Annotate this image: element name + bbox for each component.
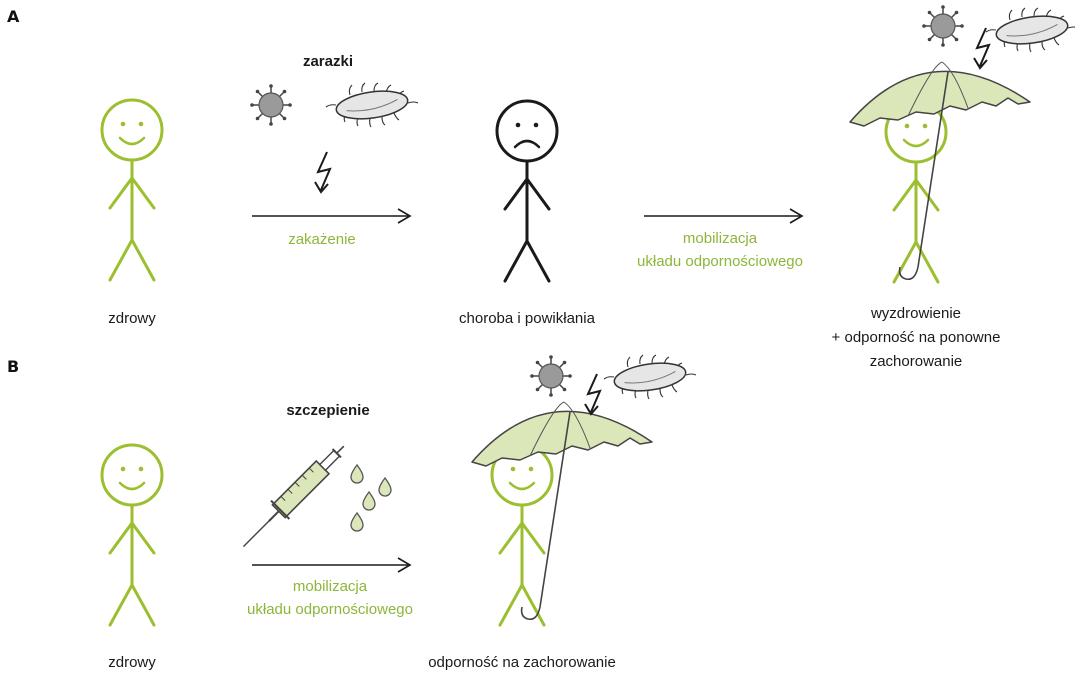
sick-figure [497,101,557,281]
virus-icon [922,5,964,47]
umbrella-icon [472,402,652,619]
bacterium-icon [604,355,696,399]
syringe-icon [234,437,353,556]
healthy-label-a: zdrowy [108,310,156,327]
recovery-line2: + odporność na ponowne [832,329,1001,346]
healthy-figure-a [102,100,162,280]
droplet-icon [351,513,363,531]
germs-title: zarazki [303,53,353,70]
sick-label: choroba i powikłania [459,310,596,327]
mobilization-line1-b: mobilizacja [293,578,368,595]
droplet-icon [363,492,375,510]
mobilization-line1-a: mobilizacja [683,230,758,247]
recovery-line1: wyzdrowienie [870,305,961,322]
lightning-icon [585,374,600,414]
panel-a-letter: A [7,7,20,26]
lightning-icon [315,152,330,192]
mobilization-line2-a: układu odpornościowego [637,253,803,270]
immune-figure [492,445,552,625]
bacterium-icon [326,83,418,127]
virus-icon [530,355,572,397]
immunity-label: odporność na zachorowanie [428,654,616,671]
bacterium-icon [986,8,1075,52]
healthy-label-b: zdrowy [108,654,156,671]
droplet-icon [351,465,363,483]
vaccine-title: szczepienie [286,402,369,419]
mobilization-line2-b: układu odpornościowego [247,601,413,618]
panel-b-letter: B [7,357,19,376]
virus-icon [250,84,292,126]
droplet-icon [379,478,391,496]
lightning-icon [974,28,989,68]
infection-label: zakażenie [288,231,356,248]
recovery-line3: zachorowanie [870,353,963,370]
umbrella-icon [850,62,1030,279]
recovered-figure [886,102,946,282]
healthy-figure-b [102,445,162,625]
